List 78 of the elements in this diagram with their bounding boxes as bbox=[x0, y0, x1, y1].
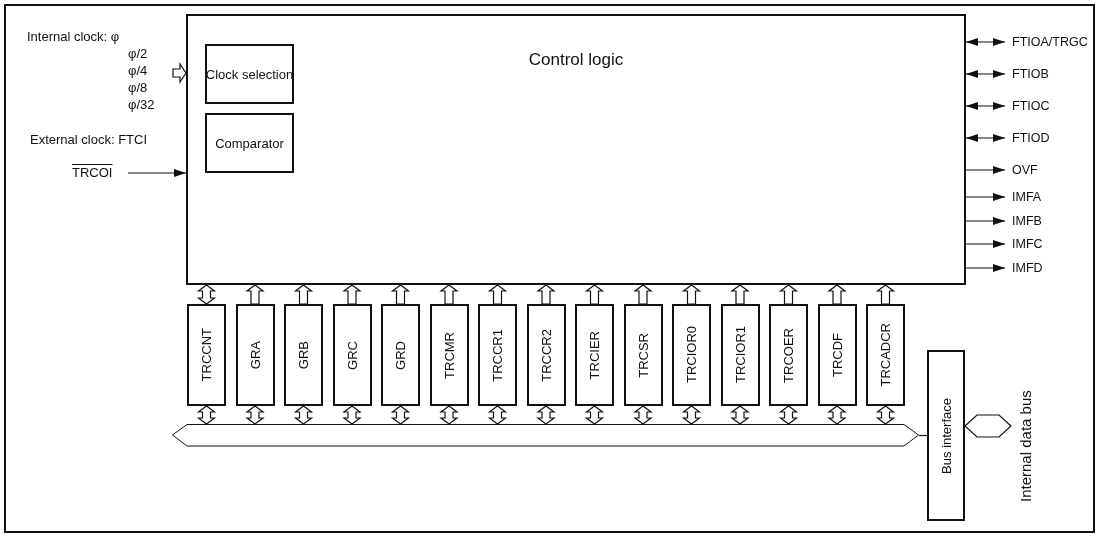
signal-arrow bbox=[965, 134, 1006, 142]
signal-arrow bbox=[127, 169, 187, 177]
register-box: TRCIOR1 bbox=[720, 304, 760, 406]
bus-arrow bbox=[293, 284, 314, 305]
register-box: GRA bbox=[235, 304, 275, 406]
signal-arrow bbox=[965, 70, 1006, 78]
bus-arrow bbox=[245, 405, 265, 425]
bus-arrow bbox=[730, 405, 750, 425]
signal-label: TRCOI bbox=[72, 164, 122, 182]
signal-label: IMFD bbox=[1012, 259, 1090, 277]
block-box: Clock selection bbox=[205, 44, 294, 104]
signal-arrow bbox=[965, 264, 1006, 272]
bus-arrow bbox=[390, 284, 411, 305]
bus-arrow bbox=[875, 405, 896, 425]
register-box: GRC bbox=[332, 304, 372, 406]
clock-divider-label: φ/8 bbox=[128, 79, 148, 96]
bus-arrow bbox=[487, 284, 508, 305]
bus-arrow bbox=[390, 405, 411, 425]
bus-arrow bbox=[293, 405, 314, 425]
clock-divider-label: φ/4 bbox=[128, 62, 148, 79]
register-box: Bus interface bbox=[927, 350, 965, 521]
bus-arrow bbox=[487, 405, 508, 425]
clock-divider-label: φ/32 bbox=[128, 96, 155, 113]
bus-label: Internal data bus bbox=[1014, 350, 1038, 502]
bus-arrow bbox=[778, 405, 799, 425]
register-box: TRCIOR0 bbox=[672, 304, 711, 406]
register-box: TRCCR1 bbox=[478, 304, 517, 406]
bus-arrow bbox=[584, 284, 605, 305]
bus-arrow bbox=[633, 405, 653, 425]
bus-arrow bbox=[730, 284, 750, 305]
bus-arrow bbox=[439, 405, 459, 425]
register-box: TRCCR2 bbox=[526, 304, 566, 406]
signal-label: FTIOC bbox=[1012, 97, 1090, 115]
signal-arrow bbox=[965, 38, 1006, 46]
register-box: TRCADCR bbox=[866, 304, 905, 406]
bus-arrow bbox=[681, 284, 702, 305]
bus-arrow bbox=[875, 284, 896, 305]
bus-arrow bbox=[342, 405, 362, 425]
signal-arrow bbox=[965, 240, 1006, 248]
bus-arrow bbox=[827, 284, 847, 305]
register-box: TRCCNT bbox=[187, 304, 226, 406]
bus-arrow bbox=[778, 284, 799, 305]
register-box: TRCSR bbox=[623, 304, 663, 406]
clock-divider-label: φ/2 bbox=[128, 45, 148, 62]
bus-arrow bbox=[172, 62, 187, 84]
signal-arrow bbox=[965, 193, 1006, 201]
bus-arrow bbox=[439, 284, 459, 305]
bus-arrow bbox=[245, 284, 265, 305]
signal-arrow bbox=[965, 166, 1006, 174]
bus-arrow bbox=[633, 284, 653, 305]
signal-label: OVF bbox=[1012, 161, 1090, 179]
signal-label: IMFC bbox=[1012, 235, 1090, 253]
bus-arrow bbox=[681, 405, 702, 425]
clock-source-label: Internal clock: φ bbox=[27, 28, 120, 45]
bus-arrow bbox=[964, 414, 1012, 438]
register-box: TRCIER bbox=[575, 304, 614, 406]
signal-label: External clock: FTCI bbox=[30, 132, 148, 147]
signal-arrow bbox=[965, 217, 1006, 225]
signal-label: FTIOA/TRGC bbox=[1012, 33, 1090, 51]
signal-label: FTIOB bbox=[1012, 65, 1090, 83]
block-box: Comparator bbox=[205, 113, 294, 173]
signal-label: IMFA bbox=[1012, 188, 1090, 206]
bus-arrow bbox=[827, 405, 847, 425]
bus-arrow bbox=[196, 405, 217, 425]
bus-arrow bbox=[536, 284, 556, 305]
register-box: TRCOER bbox=[769, 304, 808, 406]
register-box: GRD bbox=[381, 304, 420, 406]
bus-arrow bbox=[536, 405, 556, 425]
bus-arrow bbox=[196, 284, 217, 305]
register-box: GRB bbox=[284, 304, 323, 406]
signal-label: IMFB bbox=[1012, 212, 1090, 230]
register-box: TRCMR bbox=[429, 304, 469, 406]
register-box: TRCDF bbox=[817, 304, 857, 406]
signal-label: FTIOD bbox=[1012, 129, 1090, 147]
bus-arrow bbox=[584, 405, 605, 425]
bus-arrow bbox=[342, 284, 362, 305]
signal-arrow bbox=[965, 102, 1006, 110]
block-box: Control logic Clock selection Comparator bbox=[186, 14, 966, 285]
